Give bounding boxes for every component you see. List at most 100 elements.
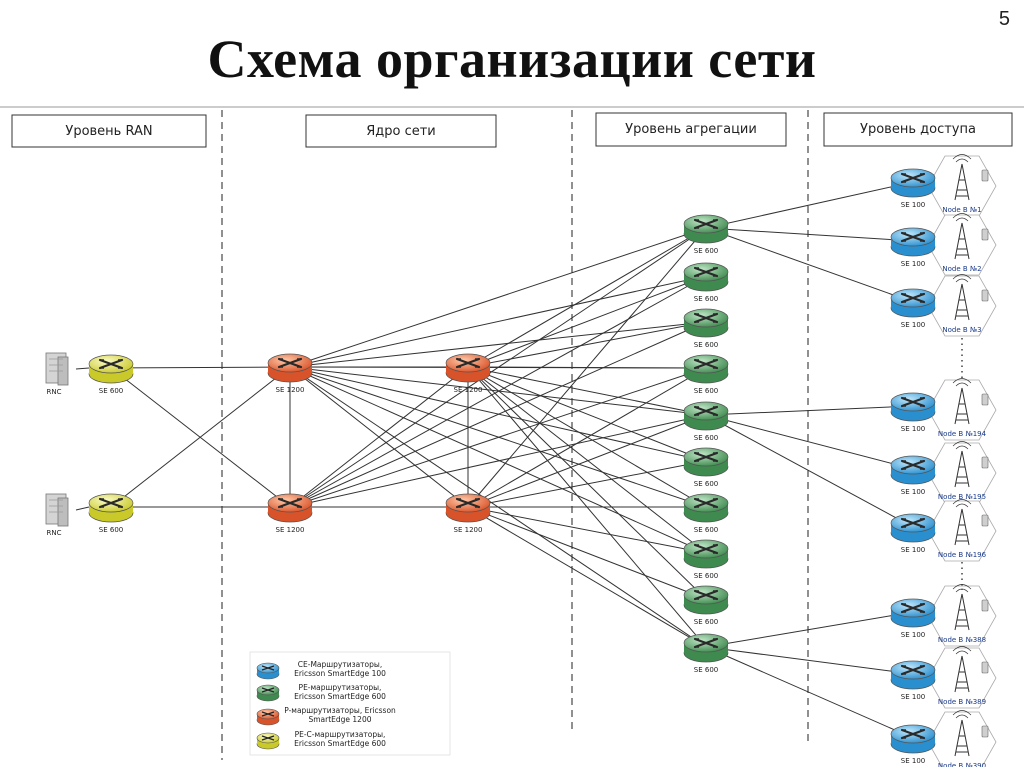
cell-tower-icon bbox=[952, 646, 972, 693]
network-link bbox=[75, 506, 90, 511]
ce-router-icon bbox=[890, 724, 936, 754]
ran-router: SE 600 bbox=[88, 493, 134, 534]
network-link bbox=[289, 366, 469, 508]
access-router: SE 100 bbox=[890, 513, 936, 554]
level-separators bbox=[221, 110, 809, 760]
mobile-phone-icon bbox=[981, 393, 989, 406]
network-link bbox=[289, 321, 707, 368]
aggregation-router: SE 600 bbox=[683, 214, 729, 255]
level-ran: Уровень RAN bbox=[11, 114, 207, 148]
router-label: SE 600 bbox=[694, 434, 718, 442]
level-core-label: Ядро сети bbox=[366, 124, 436, 139]
network-link bbox=[705, 646, 914, 675]
network-link bbox=[705, 227, 914, 303]
level-ran-label: Уровень RAN bbox=[65, 124, 152, 139]
ce-router-icon bbox=[890, 168, 936, 198]
network-link bbox=[467, 275, 707, 368]
access-router: SE 100 bbox=[890, 288, 936, 329]
ce-router-icon bbox=[890, 455, 936, 485]
pe-router-icon bbox=[256, 684, 280, 702]
network-link bbox=[467, 506, 707, 600]
network-link bbox=[467, 506, 707, 648]
network-link bbox=[75, 367, 90, 370]
mobile-phone-icon bbox=[981, 169, 989, 182]
node-b-label: Node B №388 bbox=[938, 636, 986, 644]
core-router: SE 1200 bbox=[267, 493, 313, 534]
node-b-site: Node B №1 bbox=[927, 154, 997, 217]
aggregation-router: SE 600 bbox=[683, 633, 729, 674]
router-label: SE 600 bbox=[694, 572, 718, 580]
router-label: SE 600 bbox=[99, 526, 123, 534]
network-link bbox=[289, 227, 707, 368]
router-label: SE 100 bbox=[901, 693, 925, 701]
network-link bbox=[467, 366, 707, 600]
router-label: SE 100 bbox=[901, 425, 925, 433]
router-label: SE 1200 bbox=[276, 386, 305, 394]
node-b-label: Node B №2 bbox=[942, 265, 981, 273]
p-router-icon bbox=[256, 708, 280, 726]
mobile-phone-icon bbox=[981, 228, 989, 241]
mobile-phone-icon bbox=[981, 456, 989, 469]
ce-router-icon bbox=[256, 662, 280, 680]
router-label: SE 600 bbox=[694, 341, 718, 349]
core-router: SE 1200 bbox=[445, 353, 491, 394]
node-b-site: Node B №194 bbox=[927, 378, 997, 441]
cell-tower-icon bbox=[952, 154, 972, 201]
aggregation-router: SE 600 bbox=[683, 493, 729, 534]
cell-tower-icon bbox=[952, 378, 972, 425]
cell-tower-icon bbox=[952, 274, 972, 321]
pe-router-icon bbox=[683, 308, 729, 338]
router-label: SE 600 bbox=[99, 387, 123, 395]
legend-pe-line1: PE-маршрутизаторы, bbox=[299, 683, 382, 692]
legend-item-pe: PE-маршрутизаторы, Ericsson SmartEdge 60… bbox=[256, 683, 386, 702]
level-aggregation-label: Уровень агрегации bbox=[625, 122, 757, 137]
ce-router-icon bbox=[890, 513, 936, 543]
router-label: SE 1200 bbox=[454, 386, 483, 394]
ce-router-icon bbox=[890, 598, 936, 628]
network-link bbox=[110, 366, 291, 508]
aggregation-router: SE 600 bbox=[683, 354, 729, 395]
network-link bbox=[705, 227, 914, 242]
network-link bbox=[289, 275, 707, 368]
network-link bbox=[705, 611, 914, 648]
router-label: SE 100 bbox=[901, 546, 925, 554]
router-label: SE 100 bbox=[901, 488, 925, 496]
mobile-phone-icon bbox=[981, 289, 989, 302]
node-b-label: Node B №389 bbox=[938, 698, 986, 706]
cell-tower-icon bbox=[952, 441, 972, 488]
cell-tower-icon bbox=[952, 710, 972, 757]
network-link bbox=[467, 367, 707, 508]
network-link bbox=[467, 321, 707, 368]
network-link bbox=[705, 405, 914, 416]
node-b-label: Node B №390 bbox=[938, 762, 986, 767]
pec-router-icon bbox=[88, 354, 134, 384]
mobile-phone-icon bbox=[981, 514, 989, 527]
network-link bbox=[467, 414, 707, 508]
node-b-label: Node B №195 bbox=[938, 493, 986, 501]
node-b-site: Node B №195 bbox=[927, 441, 997, 504]
network-link bbox=[110, 366, 291, 369]
pe-router-icon bbox=[683, 493, 729, 523]
aggregation-router: SE 600 bbox=[683, 262, 729, 303]
ce-router-icon bbox=[890, 288, 936, 318]
network-link bbox=[705, 414, 914, 528]
aggregation-router: SE 600 bbox=[683, 539, 729, 580]
aggregation-router: SE 600 bbox=[683, 447, 729, 488]
mobile-phone-icon bbox=[981, 725, 989, 738]
router-label: SE 1200 bbox=[276, 526, 305, 534]
rnc-server: RNC bbox=[45, 352, 69, 396]
p-router-icon bbox=[267, 493, 313, 523]
pe-router-icon bbox=[683, 262, 729, 292]
node-b-site: Node B №3 bbox=[927, 274, 997, 337]
level-core: Ядро сети bbox=[305, 114, 497, 148]
access-router: SE 100 bbox=[890, 168, 936, 209]
router-label: SE 600 bbox=[694, 387, 718, 395]
cell-tower-icon bbox=[952, 499, 972, 546]
network-link bbox=[467, 460, 707, 508]
slide-title: Схема организации сети bbox=[207, 29, 817, 89]
level-headers: Уровень RAN Ядро сети Уровень агрегации … bbox=[11, 112, 1013, 148]
pe-router-icon bbox=[683, 585, 729, 615]
router-label: SE 600 bbox=[694, 666, 718, 674]
